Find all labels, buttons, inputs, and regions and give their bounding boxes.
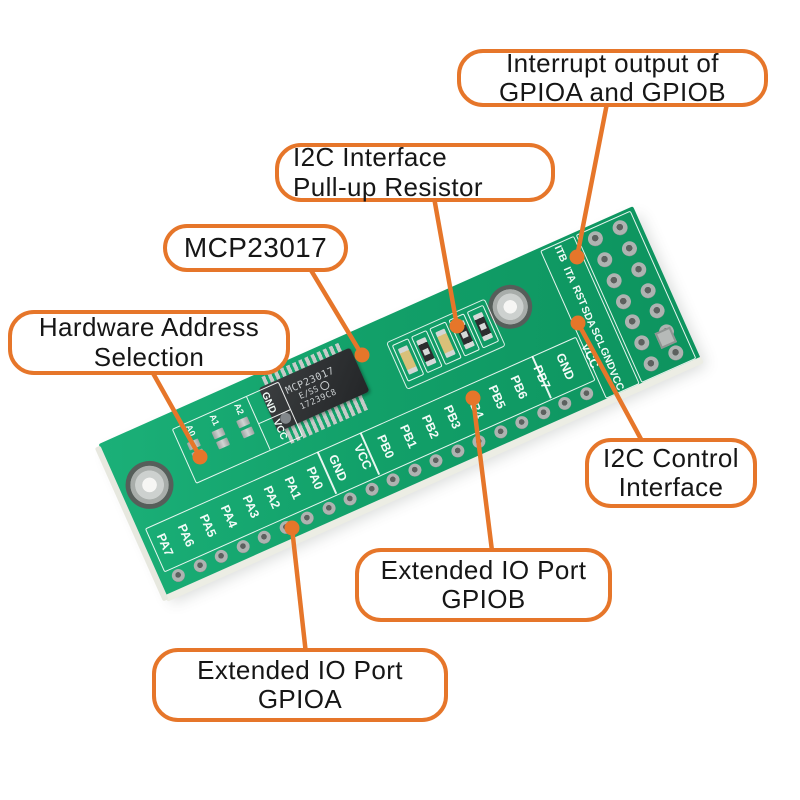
callout-dot <box>465 390 481 406</box>
callout-text: GPIOA <box>257 684 343 714</box>
callout-mcp23017: MCP23017 <box>163 224 348 272</box>
callout-dot <box>570 315 586 331</box>
callout-text: MCP23017 <box>183 232 328 264</box>
callout-dot <box>569 249 585 265</box>
callout-dot <box>354 347 370 363</box>
callout-dot <box>284 520 300 536</box>
callout-text: Extended IO Port <box>380 554 587 585</box>
callout-text: I2C Control <box>603 442 739 473</box>
callout-text: GPIOA and GPIOB <box>498 77 727 107</box>
callout-i2c-control: I2C Control Interface <box>585 438 757 508</box>
callout-pullup-resistor: I2C Interface Pull-up Resistor <box>275 143 555 202</box>
callout-dot <box>192 449 208 465</box>
callout-text: Hardware Address <box>38 312 260 343</box>
callout-text: I2C Interface <box>293 142 448 173</box>
callout-hardware-address: Hardware Address Selection <box>8 310 290 375</box>
callout-text: Selection <box>93 341 205 372</box>
callout-text: Pull-up Resistor <box>293 171 483 202</box>
callout-text: Extended IO Port <box>197 654 403 685</box>
callout-gpiob: Extended IO Port GPIOB <box>355 548 612 622</box>
callout-gpioa: Extended IO Port GPIOA <box>152 648 448 722</box>
callout-text: Interrupt output of <box>506 47 719 78</box>
callout-interrupt-output: Interrupt output of GPIOA and GPIOB <box>457 47 768 107</box>
callout-text: GPIOB <box>441 584 526 614</box>
leader-line <box>574 85 613 260</box>
leader-line <box>470 395 498 578</box>
callout-text: Interface <box>618 472 724 502</box>
callout-dot <box>449 318 465 334</box>
